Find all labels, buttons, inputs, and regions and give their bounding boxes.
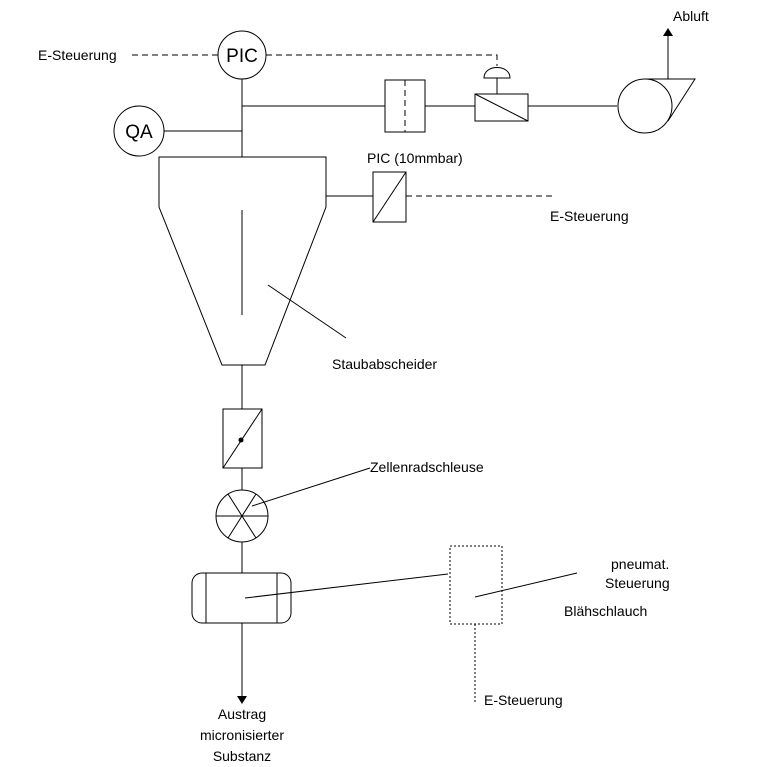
top-control-signal <box>132 54 498 66</box>
pic-label: PIC <box>226 46 258 67</box>
control-valve <box>474 67 529 122</box>
e-steuerung-bottom-label: E-Steuerung <box>484 692 563 708</box>
pneumat-label-line2: Steuerung <box>605 575 670 591</box>
abluft-label: Abluft <box>673 8 709 24</box>
svg-text:Austrag: Austrag <box>218 706 266 722</box>
pressure-indicator-10mmbar: PIC (10mmbar) E-Steuerung <box>326 150 629 224</box>
qa-analyzer: QA <box>113 105 242 157</box>
shutoff-valve <box>222 408 263 469</box>
pic-10mmbar-label: PIC (10mmbar) <box>367 150 463 166</box>
staubabscheider-label: Staubabscheider <box>332 356 437 372</box>
zellenradschleuse-label: Zellenradschleuse <box>370 459 484 475</box>
svg-text:micronisierter: micronisierter <box>200 727 284 743</box>
e-steuerung-right-label: E-Steuerung <box>550 208 629 224</box>
blaehschlauch-label: Blähschlauch <box>564 603 647 619</box>
dust-separator: Staubabscheider <box>158 156 437 372</box>
pneumatic-control-box: pneumat. Steuerung Blähschlauch E-Steuer… <box>449 545 670 708</box>
exhaust-fan: Abluft <box>617 8 709 134</box>
pneumat-label-line1: pneumat. <box>611 556 669 572</box>
austrag-label: Austrag micronisierter Substanz <box>200 706 284 764</box>
rotary-valve: Zellenradschleuse <box>215 459 484 543</box>
svg-text:Substanz: Substanz <box>213 748 271 764</box>
receiving-vessel <box>191 572 449 624</box>
e-steuerung-top-label: E-Steuerung <box>38 47 117 63</box>
qa-label: QA <box>125 122 153 143</box>
filter-element <box>384 79 426 133</box>
pic-instrument: PIC <box>217 30 267 80</box>
